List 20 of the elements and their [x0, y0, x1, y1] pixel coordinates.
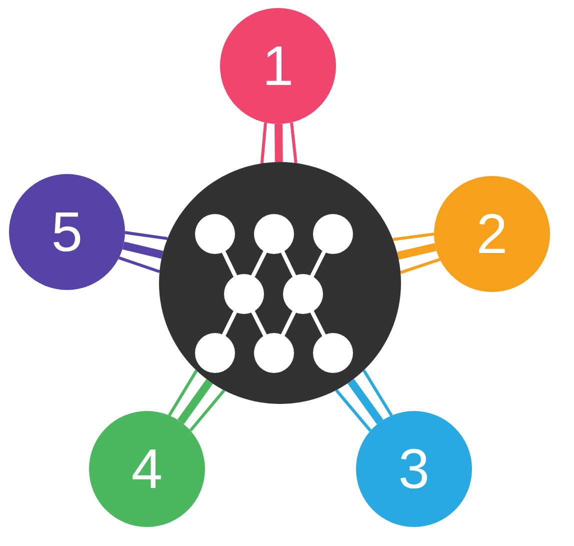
connector-line [335, 389, 372, 432]
connector-line [392, 232, 434, 241]
circle-number: 4 [131, 441, 163, 497]
circle-number: 2 [476, 206, 508, 262]
circle-number: 3 [398, 441, 430, 497]
connector-line [122, 242, 164, 259]
connector-line [290, 122, 298, 164]
connector-line [118, 256, 160, 274]
circle-number: 1 [262, 38, 294, 94]
connector-line [396, 243, 436, 260]
connector-line [124, 231, 168, 240]
connector-line [400, 258, 440, 274]
connector-line [168, 370, 198, 416]
circle-number: 5 [51, 204, 83, 260]
connector-line [177, 379, 213, 424]
connector-line [362, 369, 393, 416]
connector-line [189, 389, 226, 432]
connector-line [260, 122, 268, 164]
connector-line [347, 378, 384, 424]
connector-line [274, 124, 283, 162]
